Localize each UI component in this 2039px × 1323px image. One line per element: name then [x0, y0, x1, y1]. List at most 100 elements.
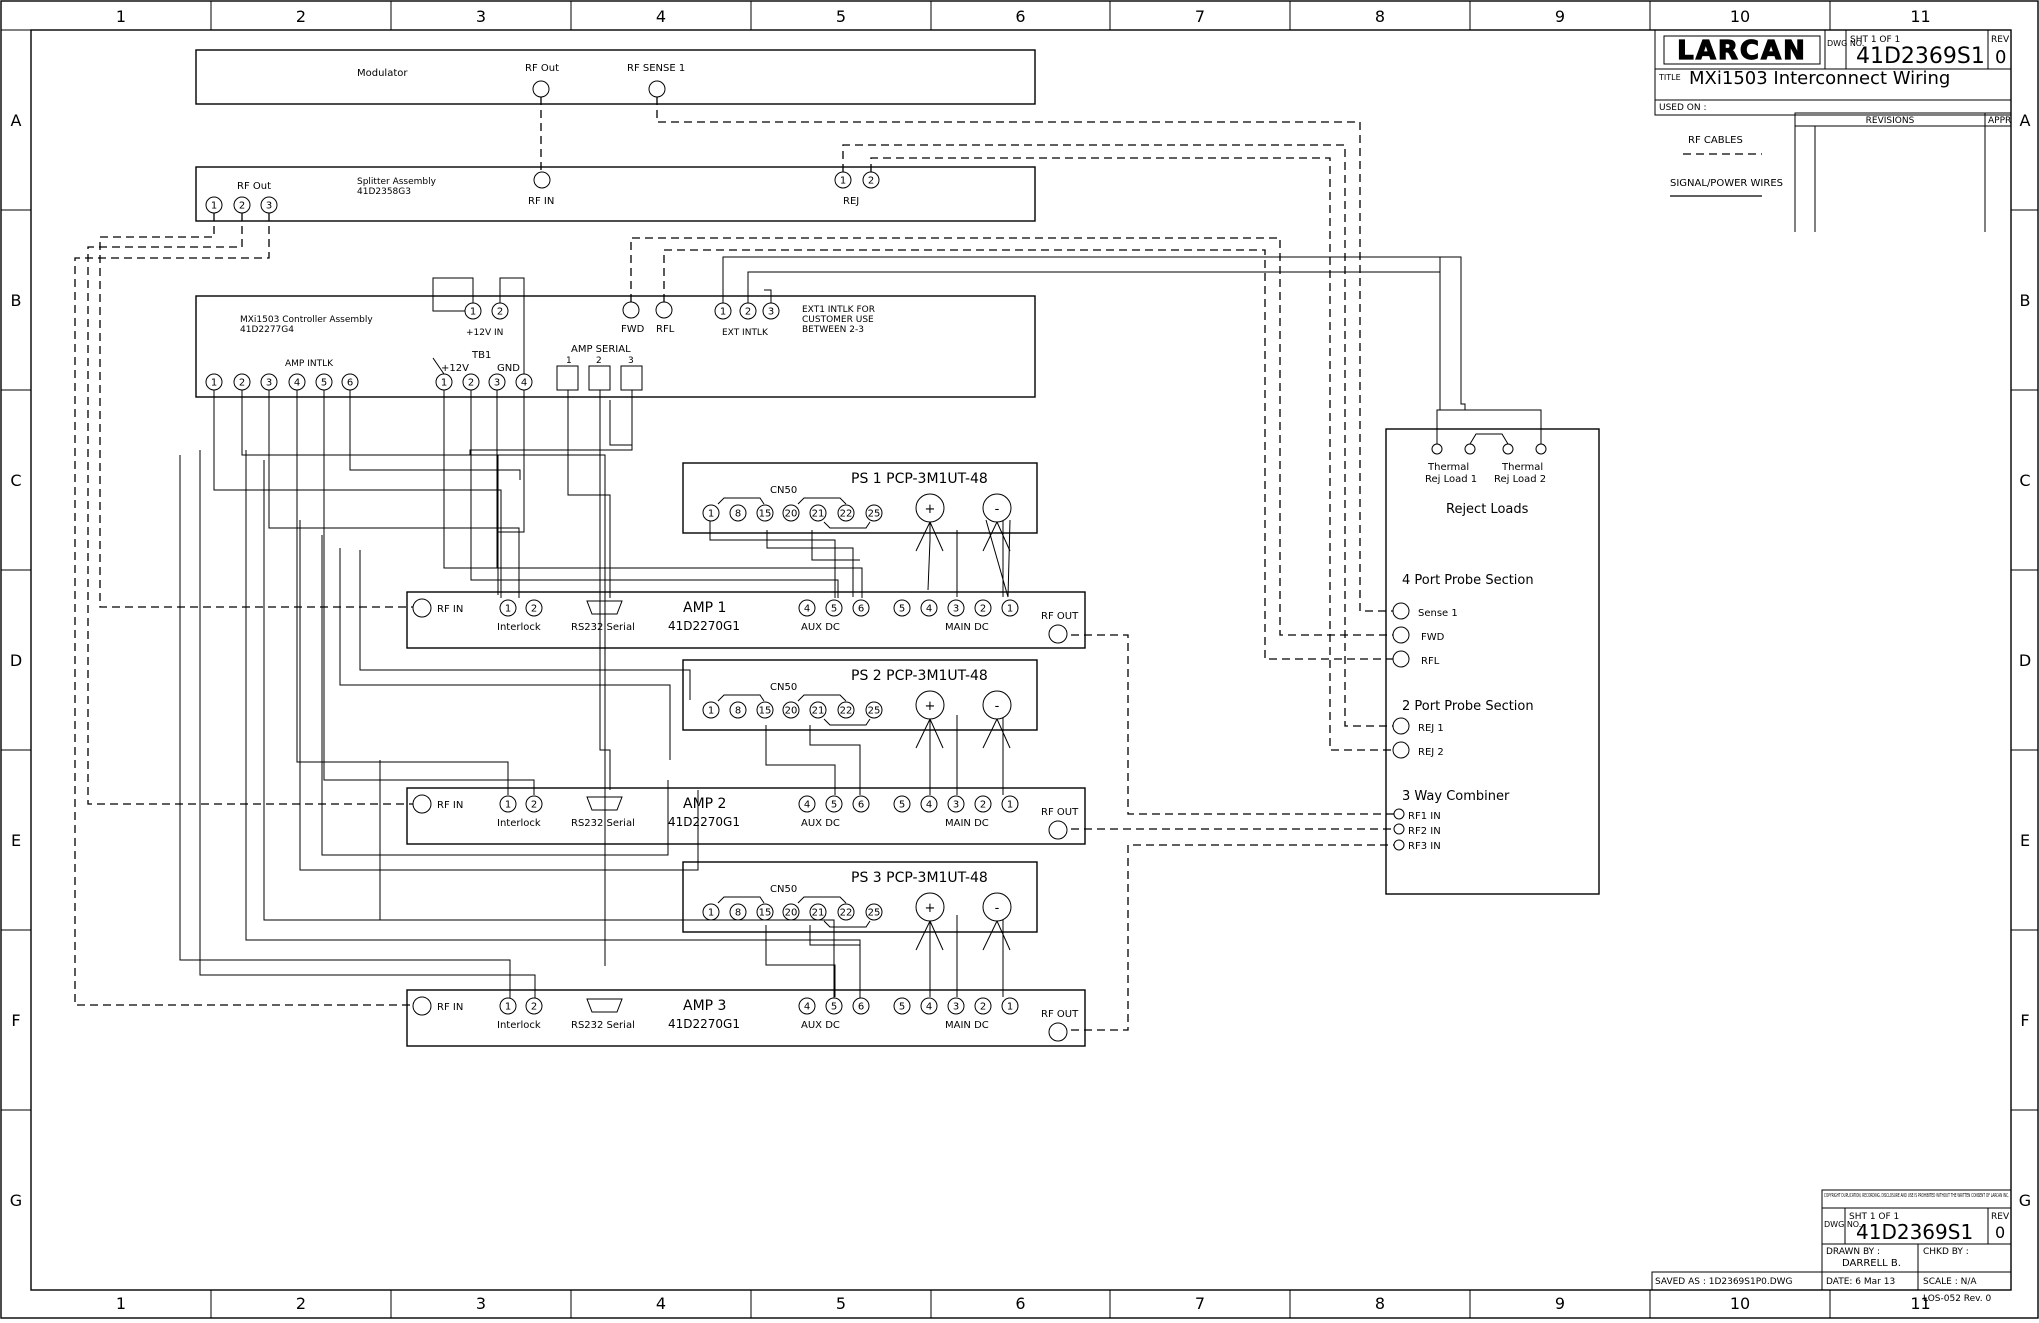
pin-number: 2 — [468, 378, 474, 389]
saved-as: SAVED AS : 1D2369S1P0.DWG — [1655, 1277, 1793, 1287]
pin-number: 2 — [531, 604, 537, 615]
column-label: 1 — [116, 1294, 126, 1313]
amp-rf-out-label: RF OUT — [1041, 807, 1079, 818]
rf2-in-label: RF2 IN — [1408, 826, 1441, 837]
ps-cn50-pin: 22 — [837, 701, 855, 719]
aux-dc-pin: 6 — [852, 997, 870, 1015]
amp-interlock-label: Interlock — [497, 1020, 541, 1031]
pin-number: 1 — [505, 1002, 511, 1013]
rf3-in-label: RF3 IN — [1408, 841, 1441, 852]
modulator-rf-sense-label: RF SENSE 1 — [627, 63, 685, 74]
main-dc-pin: 2 — [974, 795, 992, 813]
pin-number: 2 — [497, 307, 503, 318]
pin-number: 1 — [211, 201, 217, 212]
thermal1-b: Rej Load 1 — [1425, 474, 1477, 485]
amp-aux-dc-label: AUX DC — [801, 818, 840, 829]
amp-title: AMP 1 — [683, 600, 726, 616]
pin-number: 2 — [531, 1002, 537, 1013]
tb1-pin: 1 — [435, 373, 453, 391]
amp-rf-out-connector — [1048, 1022, 1068, 1042]
pin-number: 1 — [1007, 1002, 1013, 1013]
modulator-rf-sense-connector — [648, 80, 666, 98]
ext-intlk-pin: 1 — [714, 302, 732, 320]
pin-number: 25 — [868, 908, 881, 919]
thermal-jumper-b — [1502, 443, 1514, 455]
interlock-pin: 2 — [525, 599, 543, 617]
bottom-sheet-number: SHT 1 OF 1 — [1849, 1212, 1899, 1222]
rf-cable — [87, 213, 418, 805]
rf-cables — [74, 97, 1394, 1031]
controller-part: 41D2277G4 — [240, 325, 294, 335]
amp-intlk-pin: 2 — [233, 373, 251, 391]
main-dc-pin: 2 — [974, 997, 992, 1015]
main-dc-pin: 4 — [920, 997, 938, 1015]
pin-number: 3 — [494, 378, 500, 389]
column-label: 5 — [836, 1294, 846, 1313]
row-label: D — [10, 651, 22, 670]
rf2-in-connector — [1393, 823, 1405, 835]
pin-number: 1 — [708, 706, 714, 717]
tb1-pin: 3 — [488, 373, 506, 391]
ext-note-3: BETWEEN 2-3 — [802, 325, 864, 335]
drawing-scale: SCALE : N/A — [1923, 1277, 1977, 1287]
legend-signal-power: SIGNAL/POWER WIRES — [1670, 178, 1783, 189]
rf-cable — [842, 144, 1393, 727]
main-dc-pin: 1 — [1001, 795, 1019, 813]
drawing-title: MXi1503 Interconnect Wiring — [1689, 68, 1950, 89]
modulator-box: Modulator RF Out RF SENSE 1 — [195, 49, 1036, 105]
rej1-connector — [1392, 717, 1410, 735]
reject-loads-box: Thermal Rej Load 1 Thermal Rej Load 2 Re… — [1385, 428, 1600, 895]
splitter-rf-out-pin: 3 — [260, 196, 278, 214]
row-label: A — [11, 111, 22, 130]
pin-number: 1 — [708, 509, 714, 520]
thermal1-terminal — [1431, 443, 1443, 455]
p12v-label: +12V — [441, 363, 469, 374]
p12v-in-pin: 2 — [491, 302, 509, 320]
amp-interlock-label: Interlock — [497, 818, 541, 829]
main-dc-pin: 5 — [893, 599, 911, 617]
row-label: B — [2020, 291, 2031, 310]
copyright-notice: COPYRIGHT DUPLICATION, RECORDING, DISCLO… — [1824, 1193, 2009, 1199]
aux-dc-pin: 5 — [825, 599, 843, 617]
ext-note-2: CUSTOMER USE — [802, 315, 874, 325]
column-label: 7 — [1195, 7, 1205, 26]
signal-power-wires — [179, 256, 1542, 1005]
pin-number: 5 — [831, 1002, 837, 1013]
signal-wire — [811, 530, 860, 561]
signal-wire — [809, 925, 861, 997]
signal-wire — [339, 548, 671, 760]
ps-cn50-pin: 25 — [865, 701, 883, 719]
ps-cn50-pin: 25 — [865, 903, 883, 921]
rej1-label: REJ 1 — [1418, 723, 1444, 734]
interlock-pin: 1 — [499, 997, 517, 1015]
splitter-rej-label: REJ — [843, 196, 859, 207]
pin-number: 2 — [980, 800, 986, 811]
signal-wire — [809, 725, 861, 795]
ps-positive-terminal: + — [915, 690, 945, 720]
row-label: G — [2019, 1191, 2031, 1210]
minus-sign: - — [995, 699, 1000, 714]
amp-rf-in-connector — [412, 598, 432, 618]
rev-value: 0 — [1995, 47, 2006, 68]
minus-sign: - — [995, 901, 1000, 916]
rf-cable — [74, 213, 418, 1006]
pin-number: 21 — [812, 706, 825, 717]
thermal2-b: Rej Load 2 — [1494, 474, 1546, 485]
column-label: 3 — [476, 1294, 486, 1313]
amp-rf-out-label: RF OUT — [1041, 1009, 1079, 1020]
ps-negative-terminal: - — [982, 892, 1012, 922]
ps-title: PS 2 PCP-3M1UT-48 — [851, 668, 988, 684]
signal-wire — [213, 390, 502, 598]
pin-number: 20 — [785, 509, 798, 520]
interlock-pin: 2 — [525, 795, 543, 813]
pin-number: 2 — [980, 1002, 986, 1013]
rej2-connector — [1392, 741, 1410, 759]
row-label: D — [2019, 651, 2031, 670]
dwg-no-label: DWG NO. — [1827, 39, 1864, 48]
